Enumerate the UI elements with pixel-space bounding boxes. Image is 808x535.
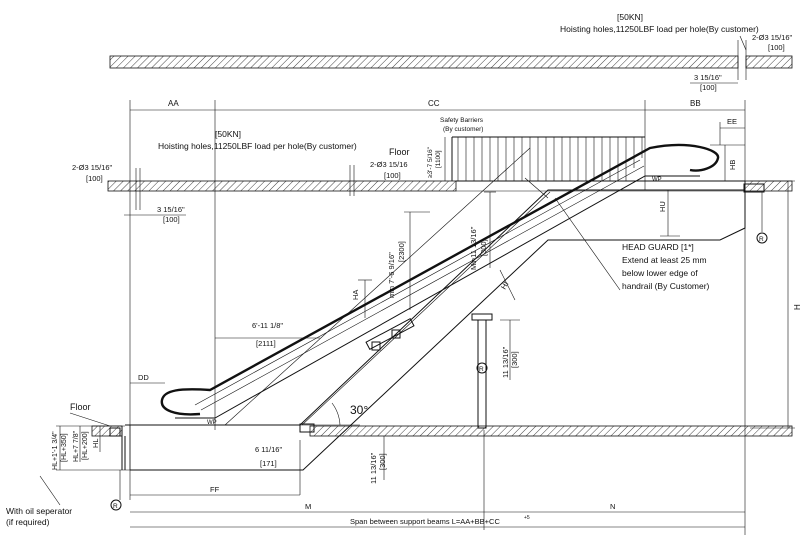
- mid-load-label: [50KN]: [215, 129, 241, 139]
- top-dimension-row: [129, 100, 746, 535]
- top-pitch-label: 3 15/16": [694, 73, 722, 82]
- pit-1-mm: [171]: [260, 459, 277, 468]
- wp-lower: WP: [207, 420, 217, 426]
- handrail: WP WP: [160, 143, 720, 426]
- pit-1: 6 11/16": [255, 445, 282, 454]
- dim-ee: EE: [727, 117, 737, 126]
- lower-floor-slab: [91, 423, 793, 470]
- r-mark-right: R: [759, 236, 764, 243]
- barrier-label-2: (By customer): [443, 126, 483, 133]
- dim-cc: CC: [428, 99, 440, 108]
- pit-depth-dims: [253, 436, 385, 495]
- hl-1: HL+1'-1 3/4": [52, 431, 59, 470]
- dim-hi: HI: [499, 280, 511, 291]
- r-mark-left: R: [113, 503, 118, 510]
- bottom-dims: [130, 430, 745, 530]
- dim-bb: BB: [690, 99, 701, 108]
- top-holes-mm: [100]: [768, 43, 785, 52]
- angle-label: 30°: [350, 403, 368, 417]
- horiz-length: 6'-11 1/8": [252, 321, 283, 330]
- hl-2-mm: [HL+200]: [82, 431, 89, 460]
- dim-h: H: [793, 304, 802, 310]
- oil-separator-1: With oil seperator: [6, 506, 72, 516]
- left-holes-mm: [100]: [86, 174, 103, 183]
- head-guard-2: Extend at least 25 mm: [622, 255, 707, 265]
- top-hoist-label: Hoisting holes,11250LBF load per hole(By…: [560, 24, 759, 34]
- floor-upper-label: Floor: [389, 147, 410, 157]
- step-hangers: [365, 318, 415, 351]
- dim-ff: FF: [210, 485, 220, 494]
- head-guard-4: handrail (By Customer): [622, 281, 710, 291]
- clearance-dims: [404, 191, 496, 310]
- upper-floor-slab: [107, 165, 793, 210]
- support-height-mm: [300]: [510, 351, 519, 368]
- floor-holes-label: 2-Ø3 15/16: [370, 160, 408, 169]
- dim-hu: HU: [658, 201, 667, 212]
- barrier-height-mm: [1100]: [435, 150, 442, 168]
- top-pitch-mm: [100]: [700, 83, 717, 92]
- dim-ha: HA: [351, 290, 360, 300]
- ceiling-slab: [109, 35, 793, 80]
- horiz-length-mm: [2111]: [256, 339, 276, 348]
- oil-separator-2: (if required): [6, 517, 50, 527]
- mid-hoist-label: Hoisting holes,11250LBF load per hole(By…: [158, 141, 357, 151]
- span-tolerance: +5: [524, 515, 530, 521]
- left-pitch-label: 3 15/16": [157, 205, 185, 214]
- barrier-label-1: Safety Barriers: [440, 117, 484, 124]
- top-holes-label: 2-Ø3 15/16": [752, 33, 793, 42]
- wp-upper: WP: [652, 177, 662, 183]
- dim-dd: DD: [138, 373, 149, 382]
- support-height: 11 13/16": [501, 346, 510, 378]
- barrier-height: ≥3'-7 5/16": [427, 146, 434, 178]
- head-guard-1: HEAD GUARD [1*]: [622, 242, 694, 252]
- escalator-truss: [125, 147, 746, 471]
- top-load-label: [50KN]: [617, 12, 643, 22]
- safety-barrier: [444, 136, 645, 181]
- left-holes-label: 2-Ø3 15/16": [72, 163, 113, 172]
- floor-lower-label: Floor: [70, 402, 91, 412]
- span-label: Span between support beams L=AA+BB+CC: [350, 517, 500, 526]
- clearance-2: Min11 13/16": [469, 226, 478, 270]
- dim-hb: HB: [728, 160, 737, 170]
- hl-1-mm: [HL+350]: [61, 433, 68, 462]
- dim-n: N: [610, 502, 615, 511]
- floor-holes-mm: [100]: [384, 171, 401, 180]
- head-guard-3: below lower edge of: [622, 268, 698, 278]
- dim-hl: HL: [91, 438, 100, 448]
- dim-m: M: [305, 502, 311, 511]
- dim-aa: AA: [168, 99, 179, 108]
- head-guard: [524, 177, 621, 291]
- pit-2: 11 13/16": [369, 452, 378, 484]
- pit-dims: [39, 425, 130, 511]
- clearance-1: min 7'-6 9/16": [387, 252, 396, 298]
- pit-2-mm: [300]: [378, 453, 387, 470]
- left-pitch-mm: [100]: [163, 215, 180, 224]
- r-mark-mid: R: [479, 366, 484, 373]
- clearance-2-mm: [300]: [479, 239, 488, 256]
- clearance-1-mm: [2300]: [397, 241, 406, 262]
- hl-2: HL+7 7/8": [73, 430, 80, 462]
- ha-hi-dims: [358, 269, 516, 318]
